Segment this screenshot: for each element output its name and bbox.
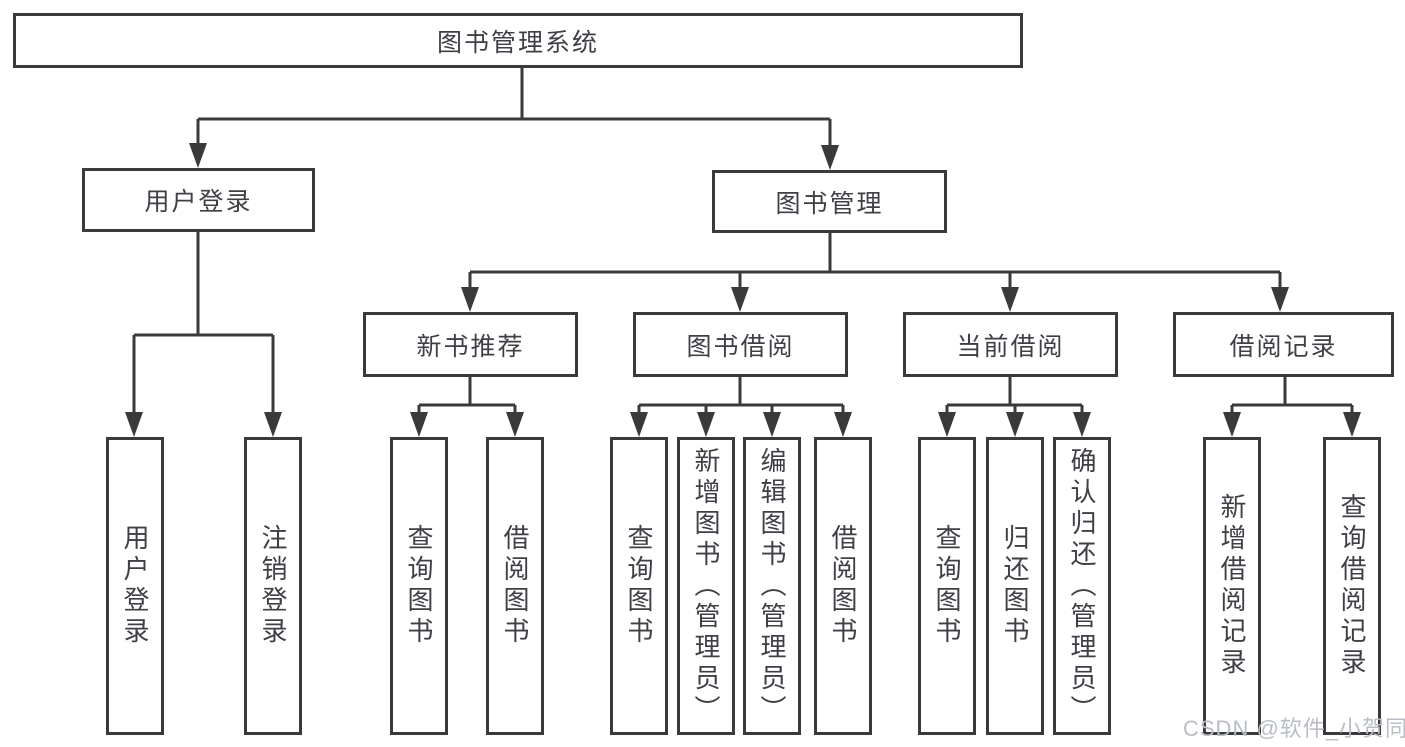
node-borrowing-records-label: 借阅记录 <box>1229 332 1338 361</box>
node-borrow-books-action-label: 借阅图书 <box>828 524 858 648</box>
connector-login <box>132 232 275 416</box>
arrow-icon <box>264 412 282 437</box>
connector-records <box>1230 377 1354 416</box>
arrow-icon <box>1001 287 1019 312</box>
node-edit-books-admin-label: 编辑图书（管理员） <box>757 446 787 726</box>
node-add-borrow-record: 新增借阅记录 <box>1203 437 1261 735</box>
connector-root <box>196 68 832 148</box>
node-confirm-return-admin: 确认归还（管理员） <box>1053 437 1111 735</box>
connector-management <box>468 233 1282 291</box>
node-recommend-query-books: 查询图书 <box>390 437 448 735</box>
node-add-books-admin-label: 新增图书（管理员） <box>691 446 721 726</box>
arrow-icon <box>938 412 956 437</box>
arrow-icon <box>125 412 143 437</box>
node-borrowing-records: 借阅记录 <box>1173 312 1394 377</box>
node-user-login-branch: 用户登录 <box>82 168 315 232</box>
arrow-icon <box>763 412 781 437</box>
arrow-icon <box>1073 412 1091 437</box>
node-recommend-borrow-books-label: 借阅图书 <box>500 524 530 648</box>
node-user-login-branch-label: 用户登录 <box>144 188 253 216</box>
node-logout-action: 注销登录 <box>244 437 302 735</box>
node-book-management-branch-label: 图书管理 <box>775 189 884 218</box>
node-return-books-label: 归还图书 <box>1000 524 1030 648</box>
connector-current <box>945 377 1084 416</box>
node-edit-books-admin: 编辑图书（管理员） <box>743 437 801 735</box>
node-book-borrowing-label: 图书借阅 <box>686 332 795 361</box>
node-current-borrowing: 当前借阅 <box>903 312 1118 377</box>
node-new-book-recommend: 新书推荐 <box>363 312 578 377</box>
csdn-watermark: CSDN @软件_小贺同学 <box>1183 716 1405 741</box>
node-current-query-books-label: 查询图书 <box>932 524 962 648</box>
arrow-icon <box>1223 412 1241 437</box>
node-book-borrowing: 图书借阅 <box>633 312 848 377</box>
node-confirm-return-admin-label: 确认归还（管理员） <box>1067 446 1097 726</box>
arrow-icon <box>731 287 749 312</box>
node-new-book-recommend-label: 新书推荐 <box>416 332 525 361</box>
connector-borrow <box>637 377 845 416</box>
arrow-icon <box>821 145 839 170</box>
node-borrow-books-action: 借阅图书 <box>814 437 872 735</box>
arrowheads <box>125 143 1361 437</box>
node-recommend-borrow-books: 借阅图书 <box>486 437 544 735</box>
node-user-login-action: 用户登录 <box>106 437 164 735</box>
node-borrow-query-books-label: 查询图书 <box>624 524 654 648</box>
node-query-borrow-record-label: 查询借阅记录 <box>1337 493 1367 679</box>
node-borrow-query-books: 查询图书 <box>610 437 668 735</box>
arrow-icon <box>1271 287 1289 312</box>
node-user-login-action-label: 用户登录 <box>120 524 150 648</box>
node-root-label: 图书管理系统 <box>436 28 599 57</box>
arrow-icon <box>630 412 648 437</box>
arrow-icon <box>461 287 479 312</box>
node-add-borrow-record-label: 新增借阅记录 <box>1217 493 1247 679</box>
node-logout-action-label: 注销登录 <box>258 524 288 648</box>
node-add-books-admin: 新增图书（管理员） <box>677 437 735 735</box>
arrow-icon <box>410 412 428 437</box>
node-return-books: 归还图书 <box>986 437 1044 735</box>
connector-recommend <box>417 377 517 416</box>
arrow-icon <box>1343 412 1361 437</box>
arrow-icon <box>506 412 524 437</box>
node-book-management-branch: 图书管理 <box>712 170 947 233</box>
arrow-icon <box>834 412 852 437</box>
connector-lines <box>132 68 1354 416</box>
node-current-query-books: 查询图书 <box>918 437 976 735</box>
arrow-icon <box>1006 412 1024 437</box>
arrow-icon <box>697 412 715 437</box>
node-current-borrowing-label: 当前借阅 <box>956 332 1065 361</box>
node-root: 图书管理系统 <box>13 13 1023 68</box>
node-query-borrow-record: 查询借阅记录 <box>1323 437 1381 735</box>
node-recommend-query-books-label: 查询图书 <box>404 524 434 648</box>
arrow-icon <box>189 143 207 168</box>
